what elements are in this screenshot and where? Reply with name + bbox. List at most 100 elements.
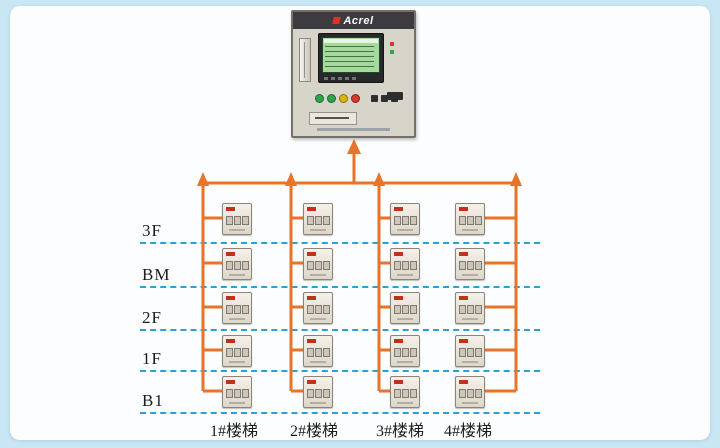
stair-label: 3#楼梯 <box>375 423 424 440</box>
device-key <box>323 261 330 270</box>
device-key <box>459 348 466 357</box>
level-gauge <box>299 38 311 82</box>
device-key <box>234 305 241 314</box>
device-key <box>226 261 233 270</box>
device-key <box>234 216 241 225</box>
device-box <box>303 248 333 280</box>
device-key <box>307 261 314 270</box>
device-key <box>226 305 233 314</box>
device-key <box>394 305 401 314</box>
arrowhead-riser-3 <box>373 172 385 186</box>
cabinet-header: Acrel <box>293 12 414 29</box>
device-box <box>222 203 252 235</box>
device-key <box>467 261 474 270</box>
device-box <box>455 248 485 280</box>
device-key <box>402 389 409 398</box>
device-key <box>475 216 482 225</box>
cabinet-caption-text <box>317 128 390 131</box>
device-key <box>307 305 314 314</box>
device-tag-red <box>394 207 403 211</box>
floor-divider-line <box>140 412 540 414</box>
printer-slot <box>309 112 357 125</box>
square-button <box>381 95 388 102</box>
device-box <box>303 203 333 235</box>
device-key <box>402 305 409 314</box>
device-key <box>410 348 417 357</box>
device-box <box>390 292 420 324</box>
floor-divider-line <box>140 242 540 244</box>
device-tag-red <box>459 252 468 256</box>
device-box <box>222 335 252 367</box>
device-key <box>475 389 482 398</box>
device-box <box>455 203 485 235</box>
device-box <box>222 376 252 408</box>
device-key <box>234 348 241 357</box>
brand-logo-icon <box>332 17 342 24</box>
wire-bus-and-risers <box>201 152 518 391</box>
device-box <box>455 376 485 408</box>
button-row <box>315 94 398 103</box>
device-key <box>307 216 314 225</box>
stair-label: 1#楼梯 <box>209 423 258 440</box>
indicator-led-green <box>390 50 394 54</box>
device-key <box>410 216 417 225</box>
device-key <box>394 348 401 357</box>
device-key <box>315 305 322 314</box>
floor-divider-line <box>140 370 540 372</box>
device-key <box>394 389 401 398</box>
device-tag-red <box>226 339 235 343</box>
device-box <box>222 292 252 324</box>
device-key <box>315 348 322 357</box>
device-key <box>234 261 241 270</box>
stair-label: 4#楼梯 <box>443 423 492 440</box>
floor-label: 1F <box>142 349 162 368</box>
function-key <box>338 77 342 80</box>
arrowhead-riser-4 <box>510 172 522 186</box>
device-tag-red <box>307 252 316 256</box>
device-box <box>222 248 252 280</box>
device-tag-red <box>226 380 235 384</box>
device-key <box>323 216 330 225</box>
device-key <box>394 261 401 270</box>
device-tag-red <box>394 296 403 300</box>
device-tag-red <box>459 207 468 211</box>
device-key <box>323 389 330 398</box>
device-key <box>467 389 474 398</box>
device-key <box>467 348 474 357</box>
floor-label: B1 <box>142 391 164 410</box>
device-tag-red <box>307 380 316 384</box>
display-screen <box>318 33 384 83</box>
device-key <box>226 348 233 357</box>
device-box <box>390 376 420 408</box>
device-key <box>475 348 482 357</box>
monitor-cabinet: Acrel <box>291 10 416 138</box>
device-key <box>402 348 409 357</box>
device-box <box>455 292 485 324</box>
device-key <box>226 389 233 398</box>
device-tag-red <box>226 296 235 300</box>
device-key <box>323 348 330 357</box>
square-button <box>371 95 378 102</box>
device-tag-red <box>226 207 235 211</box>
round-button-yellow <box>339 94 348 103</box>
device-tag-red <box>394 339 403 343</box>
device-key <box>475 305 482 314</box>
device-tag-red <box>459 380 468 384</box>
device-key <box>315 389 322 398</box>
lcd-display <box>322 37 380 73</box>
device-key <box>307 348 314 357</box>
device-key <box>242 261 249 270</box>
device-tag-red <box>394 380 403 384</box>
function-key <box>324 77 328 80</box>
device-key <box>475 261 482 270</box>
device-key <box>410 261 417 270</box>
device-tag-red <box>459 339 468 343</box>
stair-label: 2#楼梯 <box>289 423 338 440</box>
device-box <box>390 248 420 280</box>
device-key <box>242 389 249 398</box>
device-key <box>242 216 249 225</box>
device-key <box>402 261 409 270</box>
floor-label: 3F <box>142 221 162 240</box>
